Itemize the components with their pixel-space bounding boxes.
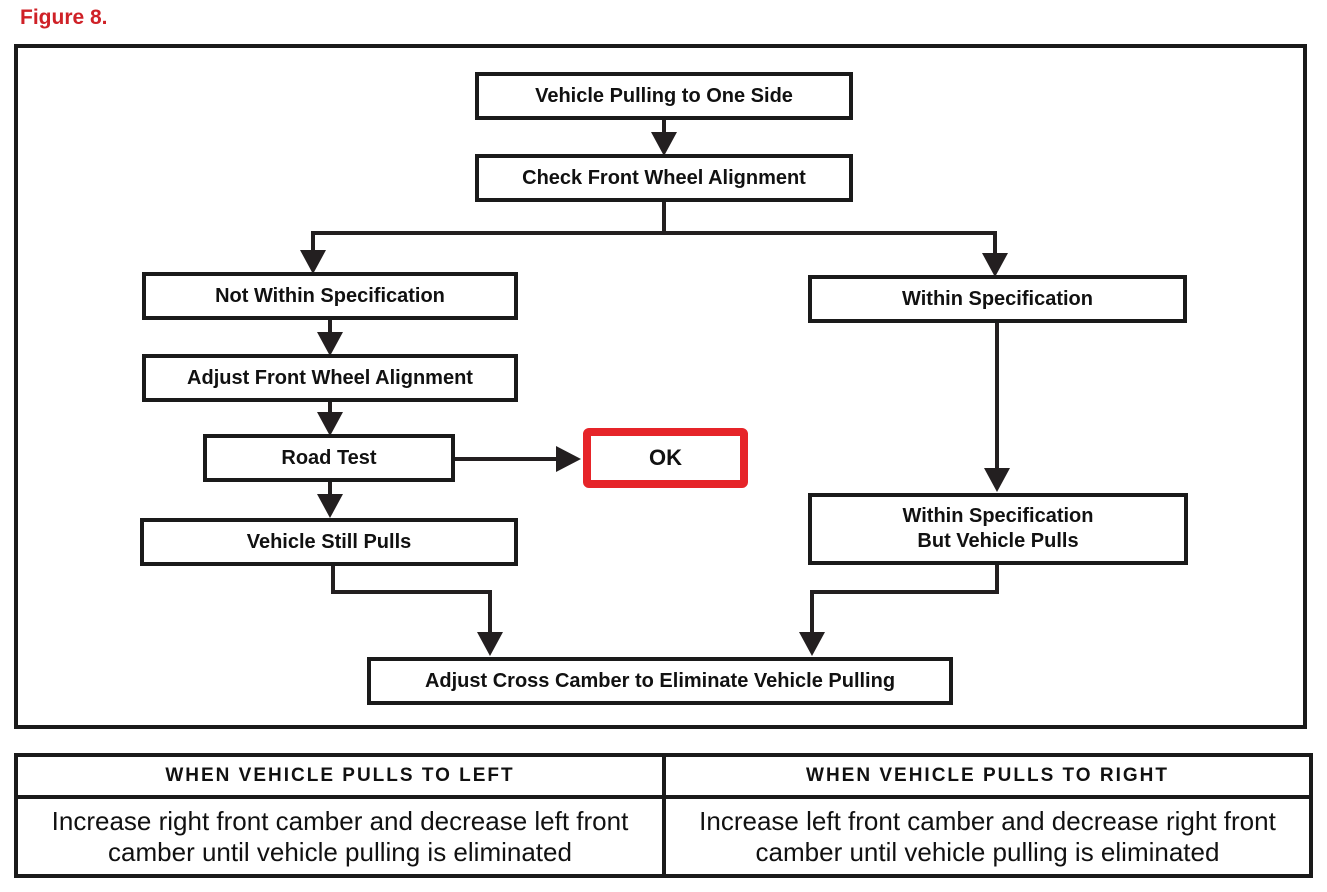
node-adjust-front-wheel-alignment: Adjust Front Wheel Alignment bbox=[142, 354, 518, 402]
table-cell-pulls-right: Increase left front camber and decrease … bbox=[699, 805, 1276, 867]
node-within-specification: Within Specification bbox=[808, 275, 1187, 323]
camber-adjustment-table: WHEN VEHICLE PULLS TO LEFT WHEN VEHICLE … bbox=[14, 753, 1313, 878]
table-cell-pulls-left: Increase right front camber and decrease… bbox=[18, 799, 666, 874]
node-adjust-cross-camber: Adjust Cross Camber to Eliminate Vehicle… bbox=[367, 657, 953, 705]
node-not-within-specification: Not Within Specification bbox=[142, 272, 518, 320]
node-check-front-wheel-alignment: Check Front Wheel Alignment bbox=[475, 154, 853, 202]
node-vehicle-still-pulls: Vehicle Still Pulls bbox=[140, 518, 518, 566]
node-vehicle-pulling-to-one-side: Vehicle Pulling to One Side bbox=[475, 72, 853, 120]
table-header-pulls-right: WHEN VEHICLE PULLS TO RIGHT bbox=[666, 757, 1309, 799]
node-line-2: But Vehicle Pulls bbox=[917, 530, 1079, 552]
node-road-test: Road Test bbox=[203, 434, 455, 482]
figure-label: Figure 8. bbox=[20, 6, 108, 29]
node-ok: OK bbox=[583, 428, 748, 488]
table-header-pulls-left: WHEN VEHICLE PULLS TO LEFT bbox=[18, 757, 666, 799]
node-line-1: Within Specification bbox=[902, 505, 1094, 527]
node-within-specification-but-vehicle-pulls: Within Specification But Vehicle Pulls bbox=[808, 493, 1188, 565]
